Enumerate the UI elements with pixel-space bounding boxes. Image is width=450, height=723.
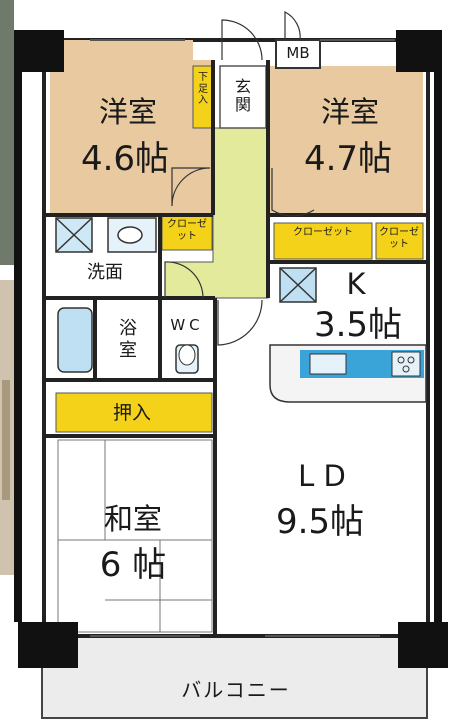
- living-name: L D: [298, 459, 346, 493]
- japanese-room-name: 和室: [103, 502, 163, 536]
- bathtub: [57, 307, 93, 373]
- interior-walls: [44, 60, 428, 636]
- shoe-box-label: 下足入: [198, 72, 208, 106]
- oshiire-label: 押入: [112, 402, 152, 424]
- balcony-label: バルコニー: [181, 678, 291, 702]
- oshiire-closet: [55, 392, 213, 433]
- kitchen-name: K: [346, 267, 366, 301]
- wc-label: WC: [170, 316, 204, 334]
- kitchen-size: 3.5帖: [313, 305, 403, 345]
- pillars: [14, 30, 448, 668]
- entrance-label: 玄関: [234, 77, 251, 115]
- closet-3: [375, 222, 424, 260]
- mb-box: [275, 39, 321, 69]
- western-room-2: [270, 66, 423, 215]
- living-size: 9.5帖: [275, 502, 365, 542]
- closet-2-label: クローゼット: [293, 227, 353, 238]
- western-room-2-size: 4.7帖: [303, 139, 393, 179]
- windows: [90, 39, 395, 637]
- closet-2: [273, 222, 373, 260]
- bath-label: 浴室: [119, 318, 137, 361]
- western-room-1-name: 洋室: [98, 95, 158, 129]
- tatami-lines: [57, 439, 213, 633]
- entrance-area: [219, 65, 267, 129]
- kitchen-fixtures: [269, 267, 427, 403]
- mb-label: MB: [286, 44, 310, 62]
- background-photo-fragments: [0, 0, 16, 575]
- door-swings: [164, 11, 315, 346]
- western-room-2-name: 洋室: [320, 95, 380, 129]
- closet-1-label: クローゼット: [167, 219, 207, 242]
- washroom-fixtures: [55, 217, 157, 253]
- balcony: [41, 635, 428, 719]
- japanese-room-size: 6 帖: [99, 545, 167, 585]
- washroom-label: 洗面: [87, 262, 123, 283]
- toilet-fixture: [175, 344, 199, 374]
- closet-3-label: クローゼット: [379, 227, 419, 250]
- western-room-1-size: 4.6帖: [80, 139, 170, 179]
